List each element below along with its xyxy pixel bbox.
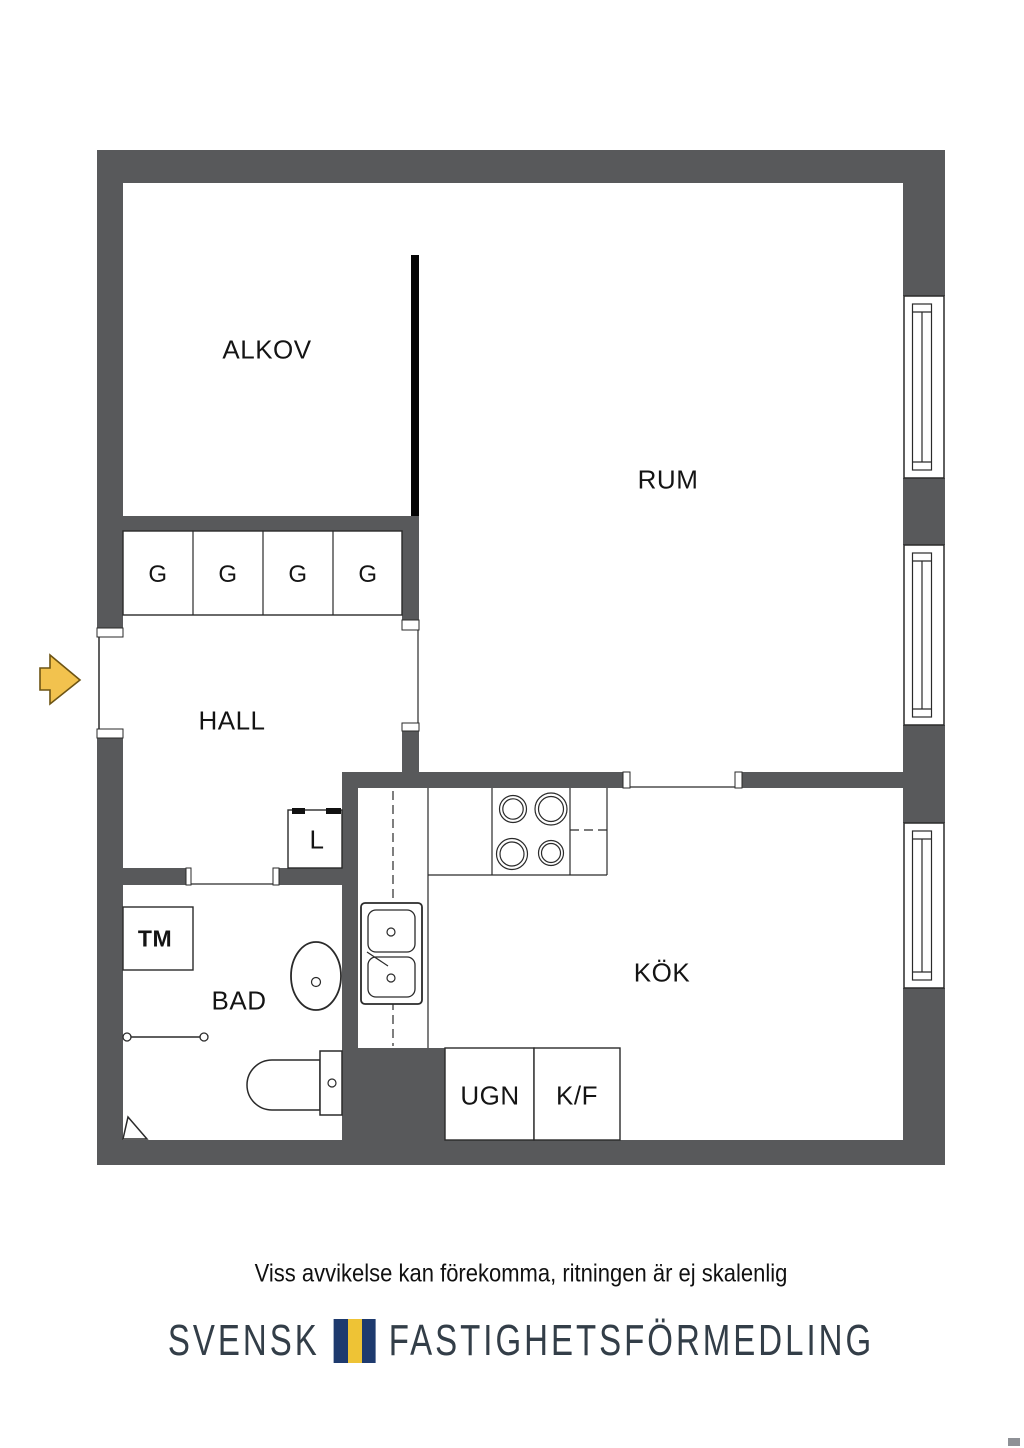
- alkov-partition-wall: [411, 255, 419, 516]
- closet-label-l: L: [309, 824, 325, 855]
- toilet-icon: [246, 1050, 343, 1116]
- brand-logo: SVENSK FASTIGHETSFÖRMEDLING: [168, 1316, 874, 1366]
- closet-label-g4: G: [358, 561, 378, 588]
- room-label-rum: RUM: [637, 464, 699, 495]
- kitchen-sink-icon: [360, 902, 423, 1005]
- window-icon: [903, 544, 945, 726]
- wall-top: [97, 150, 945, 183]
- wall-kok-southwest-block: [342, 1048, 445, 1140]
- brand-text-left: SVENSK: [167, 1316, 320, 1365]
- appliance-label-kf: K/F: [556, 1080, 598, 1111]
- closet-label-g3: G: [288, 561, 308, 588]
- wall-kok-north-left: [342, 772, 623, 788]
- appliance-label-tm: TM: [137, 925, 173, 952]
- closet-label-g1: G: [148, 561, 168, 588]
- bathroom-sink-icon: [290, 941, 342, 1011]
- washing-machine-box: [122, 906, 194, 971]
- window-icon: [903, 822, 945, 989]
- floor-drain-icon: [122, 1115, 149, 1140]
- wall-left-upper: [97, 183, 123, 628]
- room-label-bad: BAD: [211, 985, 267, 1016]
- door-jambs: [96, 619, 743, 886]
- door-openings: [98, 630, 735, 885]
- wall-right-seg2: [903, 478, 945, 545]
- wall-left-lower: [97, 738, 123, 1140]
- window-icon: [903, 295, 945, 479]
- entrance-arrow-icon: [39, 653, 82, 706]
- wall-right-seg3: [903, 725, 945, 823]
- wall-bad-north-left: [123, 868, 186, 885]
- room-label-kok: KÖK: [633, 957, 691, 988]
- wardrobe-row: [122, 530, 403, 616]
- disclaimer-text: Viss avvikelse kan förekomma, ritningen …: [254, 1259, 788, 1288]
- linen-closet: [287, 808, 343, 869]
- wall-bad-east: [342, 788, 358, 1048]
- stove-icon: [495, 792, 568, 871]
- kitchen-counter: [392, 788, 608, 1048]
- swedish-flag-icon: [333, 1319, 376, 1363]
- room-label-hall: HALL: [198, 705, 266, 736]
- room-label-alkov: ALKOV: [222, 334, 312, 365]
- wall-bottom: [97, 1140, 945, 1165]
- corner-artifact: [1008, 1438, 1020, 1446]
- wall-bad-north-right: [279, 868, 342, 885]
- wall-right-seg1: [903, 183, 945, 296]
- oven-fridge-boxes: [444, 1047, 621, 1141]
- towel-rail-icon: [122, 1032, 209, 1042]
- brand-text-right: FASTIGHETSFÖRMEDLING: [388, 1316, 875, 1365]
- wall-kok-north-right: [742, 772, 903, 788]
- appliance-label-ugn: UGN: [460, 1080, 520, 1111]
- wall-hall-east-lower: [402, 731, 419, 772]
- closet-label-g2: G: [218, 561, 238, 588]
- wall-right-seg4: [903, 988, 945, 1140]
- wall-hall-east-upper: [402, 531, 419, 620]
- wall-alkov-south: [97, 516, 419, 531]
